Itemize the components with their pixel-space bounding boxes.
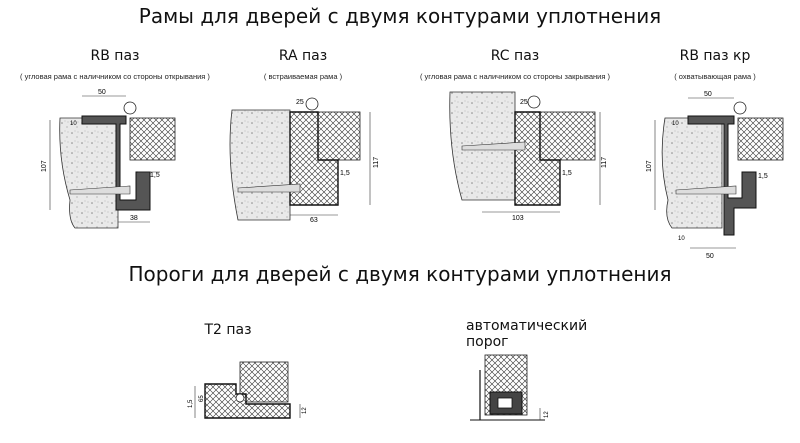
rb-dim-bottom: 38 bbox=[130, 215, 138, 222]
frame-profile bbox=[687, 115, 757, 236]
rc-dim-seal: 1,5 bbox=[562, 170, 572, 177]
threshold-auto-label-line2: порог bbox=[466, 334, 509, 350]
t2-dim-right: 12 bbox=[302, 407, 308, 414]
threshold-auto-drawing bbox=[470, 354, 545, 421]
rbkr-dim-small: 10 bbox=[672, 121, 679, 127]
threshold-t2-drawing bbox=[194, 361, 301, 419]
rbkr-dim-seal: 1,5 bbox=[758, 173, 768, 180]
frame-rb-label: RB паз bbox=[90, 48, 140, 64]
frame-rb-drawing bbox=[49, 95, 176, 229]
door-leaf bbox=[539, 111, 596, 161]
thresholds-title: Пороги для дверей с двумя контурами упло… bbox=[128, 262, 672, 286]
t2-dim-seal: 1,5 bbox=[188, 399, 194, 408]
ra-dim-seal: 1,5 bbox=[340, 170, 350, 177]
frame-rc-drawing bbox=[449, 91, 601, 213]
threshold-profile bbox=[204, 383, 291, 419]
threshold-auto-label: автоматический порог bbox=[466, 318, 587, 350]
rbkr-dim-small2: 10 bbox=[678, 236, 685, 242]
rb-dim-top: 50 bbox=[98, 89, 106, 96]
threshold-t2-label: T2 паз bbox=[204, 322, 252, 338]
rc-dim-top: 25 bbox=[520, 99, 528, 106]
rbkr-dim-bottom: 50 bbox=[706, 253, 714, 260]
frame-rb-desc: ( угловая рама с наличником со стороны о… bbox=[20, 72, 210, 81]
seal-circle bbox=[123, 101, 137, 115]
threshold-auto-label-line1: автоматический bbox=[466, 318, 588, 334]
anchor bbox=[675, 185, 737, 195]
ra-dim-top: 25 bbox=[296, 99, 304, 106]
wall-concrete bbox=[229, 109, 291, 221]
rbkr-dim-top: 50 bbox=[704, 91, 712, 98]
anchor bbox=[461, 141, 526, 151]
t2-dim-left: 65 bbox=[199, 395, 205, 402]
rc-dim-side: 117 bbox=[601, 157, 608, 168]
seal-circle bbox=[235, 393, 245, 403]
ra-dim-bottom: 63 bbox=[310, 217, 318, 224]
frame-profile bbox=[289, 111, 339, 206]
anchor bbox=[69, 185, 131, 195]
frame-rbkr-drawing bbox=[654, 97, 784, 249]
wall-concrete bbox=[661, 117, 723, 229]
frames-title: Рамы для дверей с двумя контурами уплотн… bbox=[138, 4, 662, 28]
frame-rc-label: RC паз bbox=[490, 48, 540, 64]
seal-circle bbox=[305, 97, 319, 111]
frame-rc-desc: ( угловая рама с наличником со стороны з… bbox=[419, 72, 611, 81]
frame-profile bbox=[514, 111, 561, 206]
frame-rbkr-label: RB паз кр bbox=[679, 48, 751, 64]
rb-dim-seal: 1,5 bbox=[150, 172, 160, 179]
seal-circle bbox=[733, 101, 747, 115]
rbkr-dim-side: 107 bbox=[646, 160, 653, 172]
door-leaf bbox=[129, 117, 176, 161]
door-leaf bbox=[239, 361, 289, 403]
ra-dim-side: 117 bbox=[373, 157, 380, 168]
frame-profile bbox=[81, 115, 151, 211]
rb-dim-small: 10 bbox=[70, 121, 77, 127]
anchor bbox=[237, 183, 301, 193]
frame-rbkr-desc: ( охватывающая рама ) bbox=[674, 72, 756, 81]
wall-concrete bbox=[59, 117, 119, 229]
frame-ra-desc: ( встраиваемая рама ) bbox=[263, 72, 343, 81]
seal-circle bbox=[527, 95, 541, 109]
frame-ra-drawing bbox=[229, 97, 371, 221]
rb-dim-side: 107 bbox=[41, 160, 48, 172]
rc-dim-bottom: 103 bbox=[512, 215, 524, 222]
door-leaf bbox=[737, 117, 784, 161]
frame-ra-label: RA паз bbox=[278, 48, 328, 64]
auto-dim-right: 12 bbox=[544, 411, 550, 418]
